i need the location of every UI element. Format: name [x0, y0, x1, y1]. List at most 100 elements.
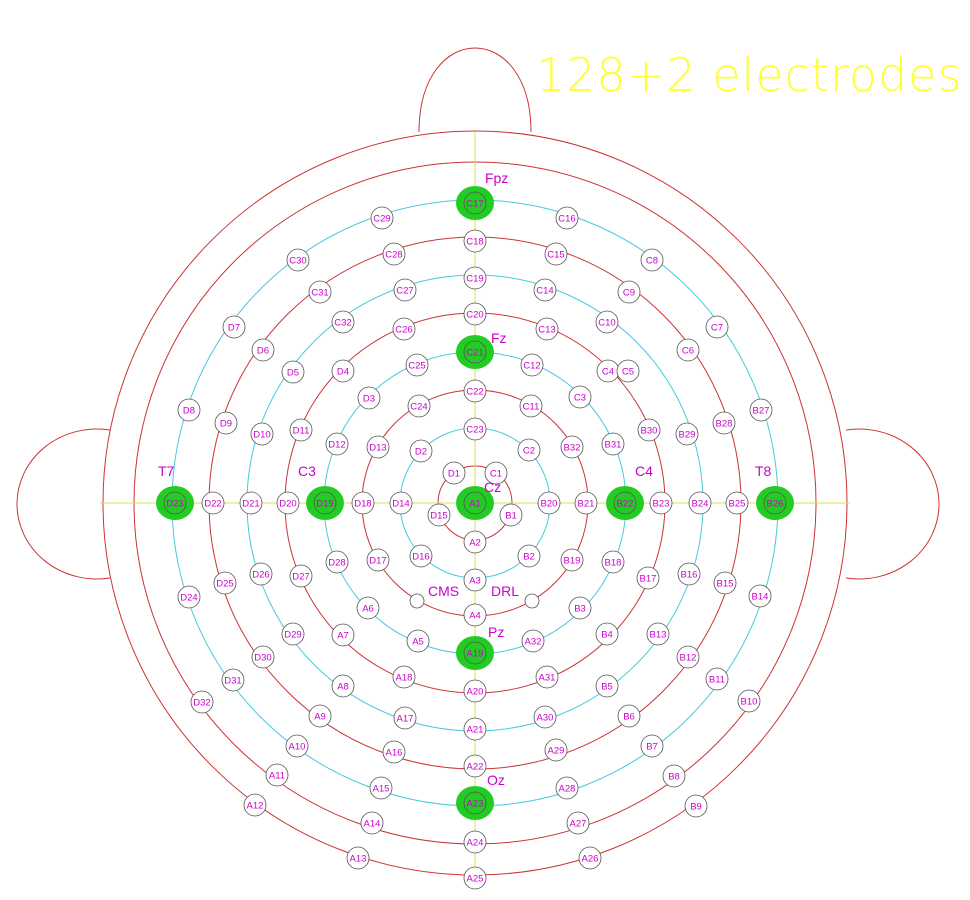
electrode-circle [675, 422, 699, 446]
electrode-id: C11 [523, 402, 540, 413]
electrode-circle [763, 491, 787, 515]
electrode-c18: C18 [463, 229, 487, 253]
electrode-d2: D2 [409, 439, 433, 463]
highlight-marker-b22 [606, 486, 644, 520]
electrode-b13: B13 [646, 622, 670, 646]
electrode-circle [463, 340, 487, 364]
electrode-circle [325, 550, 349, 574]
electrode-d11: D11 [289, 418, 313, 442]
electrode-a7: A7 [331, 623, 355, 647]
electrode-id: B25 [729, 499, 746, 510]
electrode-d16: D16 [409, 544, 433, 568]
electrode-c32: C32 [331, 310, 355, 334]
electrode-c29: C29 [370, 206, 394, 230]
electrode-circle [463, 830, 487, 854]
electrode-id: D7 [228, 323, 240, 334]
electrode-circle [533, 278, 557, 302]
electrode-circle [499, 503, 523, 527]
electrode-id: B17 [640, 574, 657, 585]
electrode-c19: C19 [463, 266, 487, 290]
electrode-id: D29 [284, 630, 301, 641]
electrode-id: D24 [180, 593, 197, 604]
electrode-id: A17 [397, 714, 414, 725]
electrode-circle [637, 418, 661, 442]
electrode-circle [705, 667, 729, 691]
electrode-id: A22 [467, 762, 484, 773]
electrode-id: A29 [548, 746, 565, 757]
electrode-circle [177, 585, 201, 609]
electrode-id: C8 [646, 256, 658, 267]
electrode-circle [617, 280, 641, 304]
electrode-circle [392, 317, 416, 341]
electrode-circle [289, 418, 313, 442]
electrode-id: C18 [466, 237, 483, 248]
electrode-id: B14 [752, 592, 769, 603]
electrode-id: C29 [373, 214, 390, 225]
electrode-id: C9 [623, 288, 635, 299]
electrode-circle [213, 571, 237, 595]
electrode-id: B31 [605, 440, 622, 451]
electrode-b19: B19 [560, 548, 584, 572]
electrode-id: B9 [690, 802, 702, 813]
electrode-a11: A11 [265, 763, 289, 787]
electrode-id: D11 [293, 426, 310, 437]
electrode-id: D18 [354, 499, 371, 510]
electrode-circle [520, 353, 544, 377]
electrode-circle [286, 248, 310, 272]
electrode-a5: A5 [406, 629, 430, 653]
electrode-d18: D18 [351, 491, 375, 515]
reference-electrode-cms [409, 593, 425, 609]
electrode-circle [308, 704, 332, 728]
electrode-circle [595, 674, 619, 698]
electrode-id: D27 [292, 572, 309, 583]
electrode-id: D2 [415, 447, 427, 458]
electrode-circle [409, 439, 433, 463]
electrode-d9: D9 [214, 411, 238, 435]
electrode-circle [281, 360, 305, 384]
electrode-id: B27 [753, 406, 770, 417]
position-label-c3: C3 [298, 463, 316, 479]
electrode-id: A3 [469, 576, 481, 587]
electrode-b16: B16 [677, 562, 701, 586]
position-label-cz: Cz [484, 479, 501, 495]
position-label-fpz: Fpz [485, 170, 508, 186]
electrode-id: A14 [364, 819, 381, 830]
electrode-b5: B5 [595, 674, 619, 698]
electrode-id: B5 [601, 682, 613, 693]
electrode-d26: D26 [249, 562, 273, 586]
electrode-id: C1 [490, 469, 502, 480]
electrode-id: C13 [538, 325, 555, 336]
electrode-d6: D6 [251, 338, 275, 362]
electrode-d14: D14 [389, 491, 413, 515]
electrode-a13: A13 [346, 846, 370, 870]
electrode-d30: D30 [251, 645, 275, 669]
electrode-circle [249, 562, 273, 586]
electrode-circle [382, 740, 406, 764]
electrode-circle [369, 776, 393, 800]
electrode-circle [463, 530, 487, 554]
electrode-circle [366, 548, 390, 572]
electrode-circle [392, 665, 416, 689]
electrode-c20: C20 [463, 302, 487, 326]
electrode-id: C14 [536, 286, 553, 297]
electrode-a6: A6 [356, 596, 380, 620]
electrode-id: B2 [523, 552, 535, 563]
electrode-b15: B15 [713, 571, 737, 595]
reference-circle [524, 593, 540, 609]
electrode-id: A6 [362, 604, 374, 615]
electrode-circle [190, 690, 214, 714]
electrode-id: B21 [578, 499, 595, 510]
head-outline [16, 47, 940, 876]
electrode-c26: C26 [392, 317, 416, 341]
electrode-circle [463, 491, 487, 515]
electrode-circle [544, 738, 568, 762]
electrode-circle [613, 491, 637, 515]
electrode-circle [463, 679, 487, 703]
electrode-circle [463, 791, 487, 815]
electrode-d28: D28 [325, 550, 349, 574]
electrode-id: D3 [363, 394, 375, 405]
electrode-circle [406, 629, 430, 653]
electrode-b26: B26 [763, 491, 787, 515]
electrode-id: A5 [412, 637, 424, 648]
